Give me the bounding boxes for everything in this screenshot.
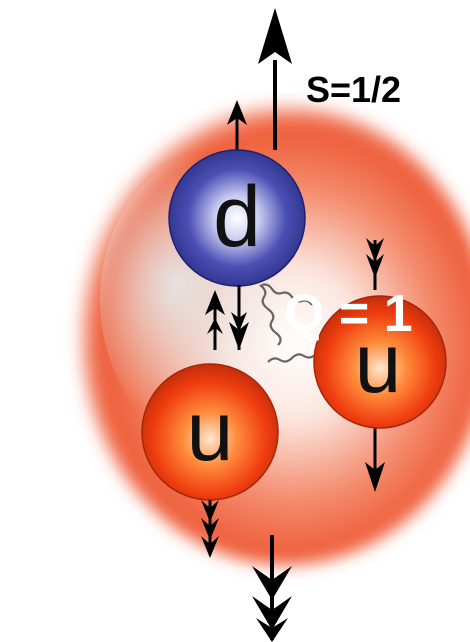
spin-label: S=1/2: [306, 69, 401, 110]
right-u-quark-top-arrow: [366, 238, 384, 290]
right-u-quark-bottom-arrow: [365, 420, 385, 492]
gluon-line-d-u2: [261, 283, 313, 306]
total-spin-arrow: [258, 8, 292, 150]
u-quark-left: u: [141, 363, 279, 501]
gluon-line-d-u: [259, 284, 282, 346]
spin-down-arrows-mid: [229, 285, 249, 350]
u-quark-left-spin-tail: [201, 500, 219, 558]
charge-label: Q = 1: [284, 285, 413, 343]
d-quark: d: [168, 149, 306, 287]
spin-up-arrows-mid: [205, 290, 225, 350]
u-quark-right-label: u: [355, 316, 402, 410]
u-quark-right: u: [313, 295, 447, 429]
u-quark-left-label: u: [187, 384, 234, 478]
d-quark-label: d: [213, 169, 261, 265]
total-spin-tail: [252, 535, 292, 642]
